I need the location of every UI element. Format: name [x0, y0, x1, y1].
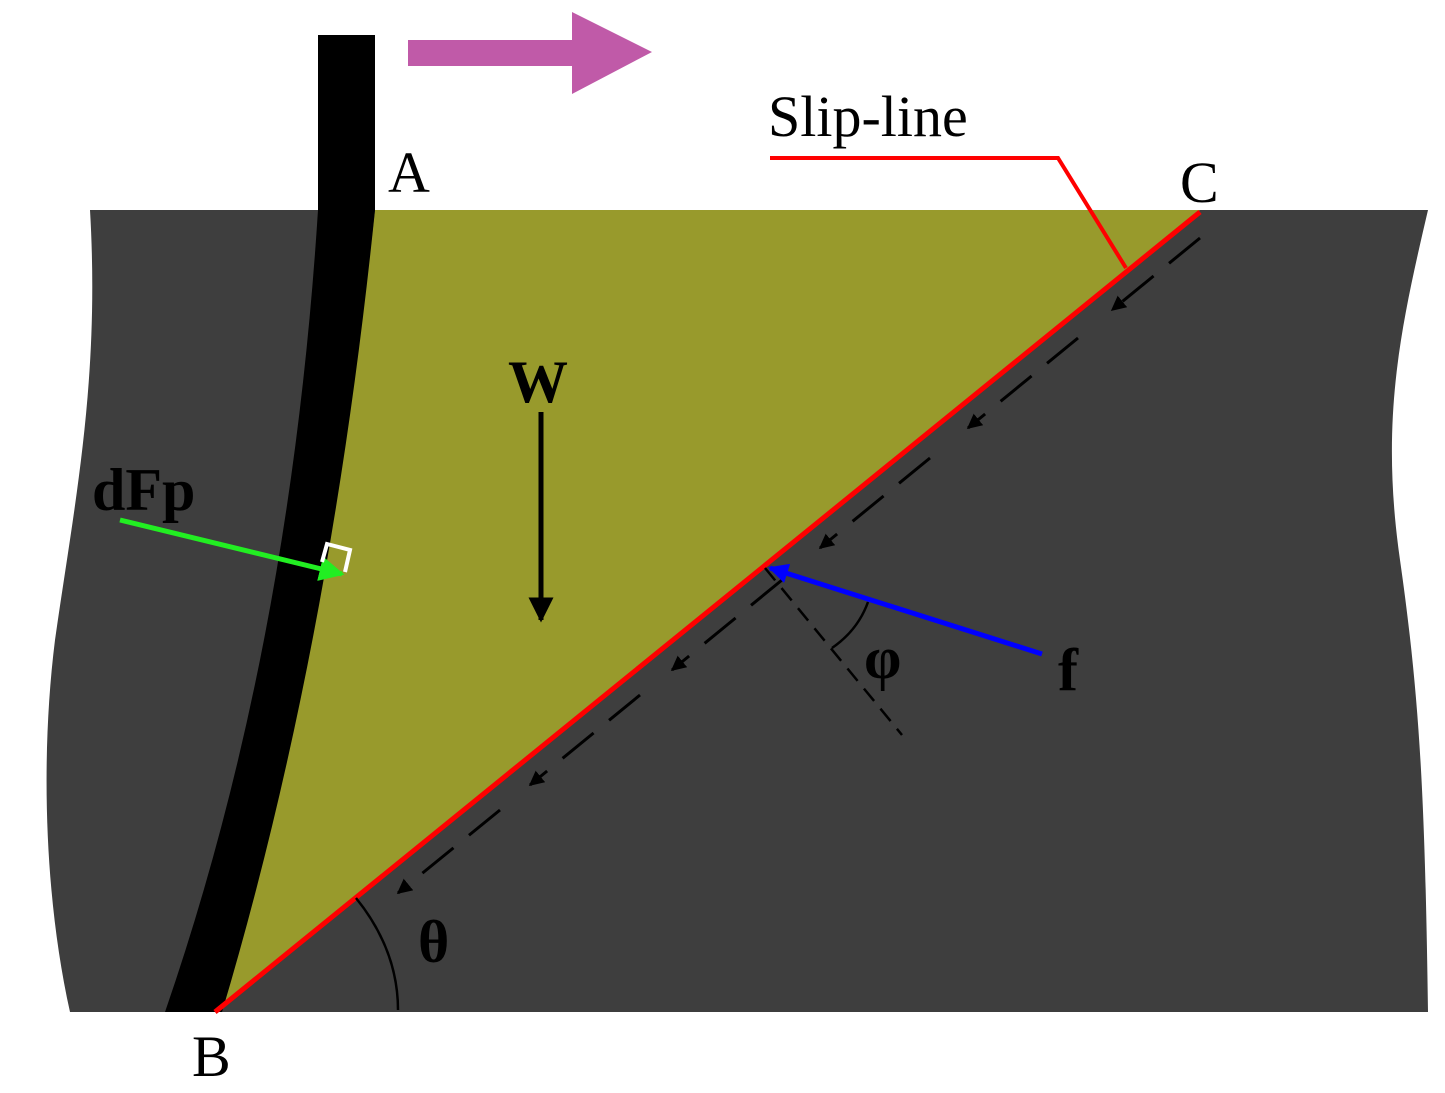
- slip-line-leader: [770, 156, 1128, 270]
- slip-angle-arc: [355, 897, 400, 1011]
- point-label-b: B: [192, 1024, 231, 1088]
- shear-arrow: [966, 336, 1079, 430]
- shear-arrows: [396, 236, 1201, 895]
- weight-label: W: [508, 349, 568, 415]
- friction-angle-arc: [831, 601, 870, 650]
- friction-force-arrow: [768, 563, 1043, 657]
- shear-arrow: [818, 456, 931, 550]
- normal-line: [764, 567, 903, 736]
- shear-arrow: [396, 808, 501, 895]
- wall-force-arrow: [119, 517, 345, 581]
- friction-force-label: f: [1058, 637, 1079, 703]
- right-arrow-icon: [408, 12, 652, 94]
- point-label-c: C: [1180, 150, 1219, 215]
- slip-line-label: Slip-line: [768, 84, 968, 149]
- shear-arrow: [1110, 236, 1201, 312]
- shear-arrow: [670, 578, 783, 672]
- wall-force-label: dFp: [92, 457, 195, 523]
- retaining-wall: [165, 35, 375, 1012]
- slip-angle-label: θ: [418, 909, 449, 975]
- slip-line: [213, 210, 1202, 1014]
- shear-arrow: [528, 693, 641, 787]
- point-label-a: A: [388, 140, 430, 205]
- right-angle-marker-icon: [320, 541, 353, 573]
- friction-angle-label: φ: [864, 625, 901, 691]
